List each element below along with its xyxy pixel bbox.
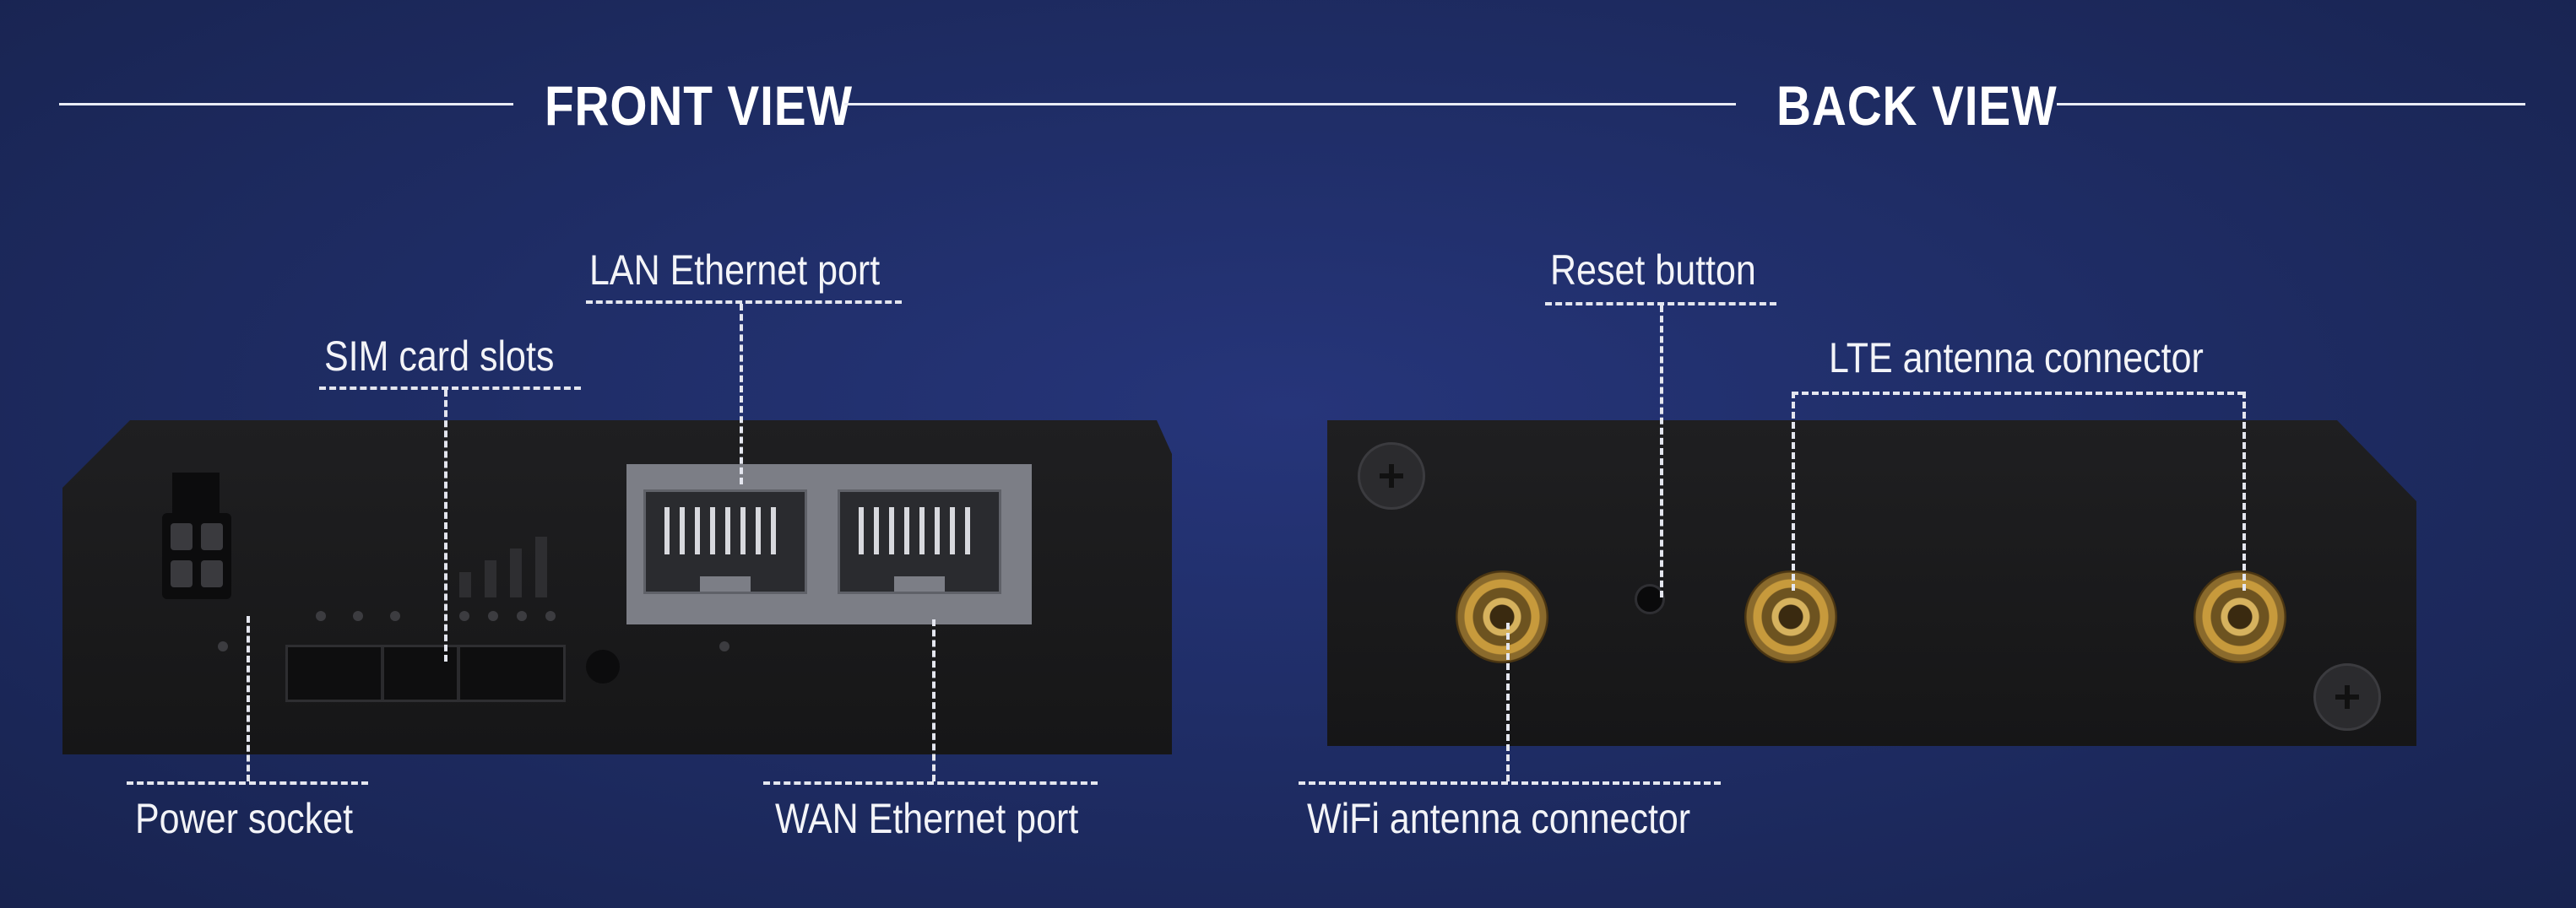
front-left-rule: [59, 103, 513, 105]
wan-leader-line: [932, 619, 935, 781]
lte-label-underline: [1792, 392, 2244, 395]
sim-eject-button[interactable]: [586, 650, 620, 684]
wifi-label-overline: [1299, 781, 1721, 785]
reset-label-underline: [1545, 302, 1776, 305]
router-back-panel: [1327, 420, 2416, 746]
sim-leader-line: [444, 390, 447, 662]
lan-ethernet-port-label: LAN Ethernet port: [589, 246, 881, 294]
status-led: [517, 611, 527, 621]
back-view-title: BACK VIEW: [1776, 74, 2058, 137]
sim-card-slot[interactable]: [285, 645, 566, 702]
lte-leader-line-1: [1792, 392, 1795, 591]
wifi-leader-line: [1506, 623, 1510, 781]
status-led: [353, 611, 363, 621]
power-socket-icon: [162, 473, 231, 599]
power-led: [218, 641, 228, 651]
router-front-panel: [62, 420, 1172, 754]
sim-card-slots-label: SIM card slots: [324, 332, 555, 380]
center-rule: [844, 103, 1736, 105]
lan-leader-line: [740, 304, 743, 484]
front-view-title: FRONT VIEW: [545, 74, 853, 137]
lte-leader-line-2: [2242, 392, 2246, 591]
status-led: [545, 611, 556, 621]
lte-antenna-connector-1[interactable]: [1744, 570, 1837, 663]
signal-bars-icon: [459, 530, 569, 597]
wifi-antenna-connector[interactable]: [1456, 570, 1548, 663]
lte-antenna-connector-2[interactable]: [2194, 570, 2286, 663]
power-label-overline: [127, 781, 368, 785]
power-leader-line: [247, 616, 250, 781]
status-led: [459, 611, 469, 621]
status-led: [390, 611, 400, 621]
wan-ethernet-port[interactable]: [838, 489, 1001, 594]
status-led: [316, 611, 326, 621]
wifi-antenna-connector-label: WiFi antenna connector: [1307, 795, 1691, 842]
lte-antenna-connector-label: LTE antenna connector: [1829, 334, 2204, 381]
ethernet-led: [719, 641, 729, 651]
wan-ethernet-port-label: WAN Ethernet port: [775, 795, 1079, 842]
reset-button-label: Reset button: [1550, 246, 1756, 294]
sim-label-underline: [319, 386, 581, 390]
status-led: [488, 611, 498, 621]
back-right-rule: [2057, 103, 2525, 105]
lan-ethernet-port[interactable]: [643, 489, 807, 594]
ethernet-port-block: [626, 464, 1032, 624]
wan-label-overline: [763, 781, 1098, 785]
lan-label-underline: [586, 300, 902, 304]
screw-icon: [1358, 442, 1425, 510]
reset-leader-line: [1660, 305, 1663, 597]
screw-icon: [2313, 663, 2381, 731]
power-socket-label: Power socket: [135, 795, 354, 842]
